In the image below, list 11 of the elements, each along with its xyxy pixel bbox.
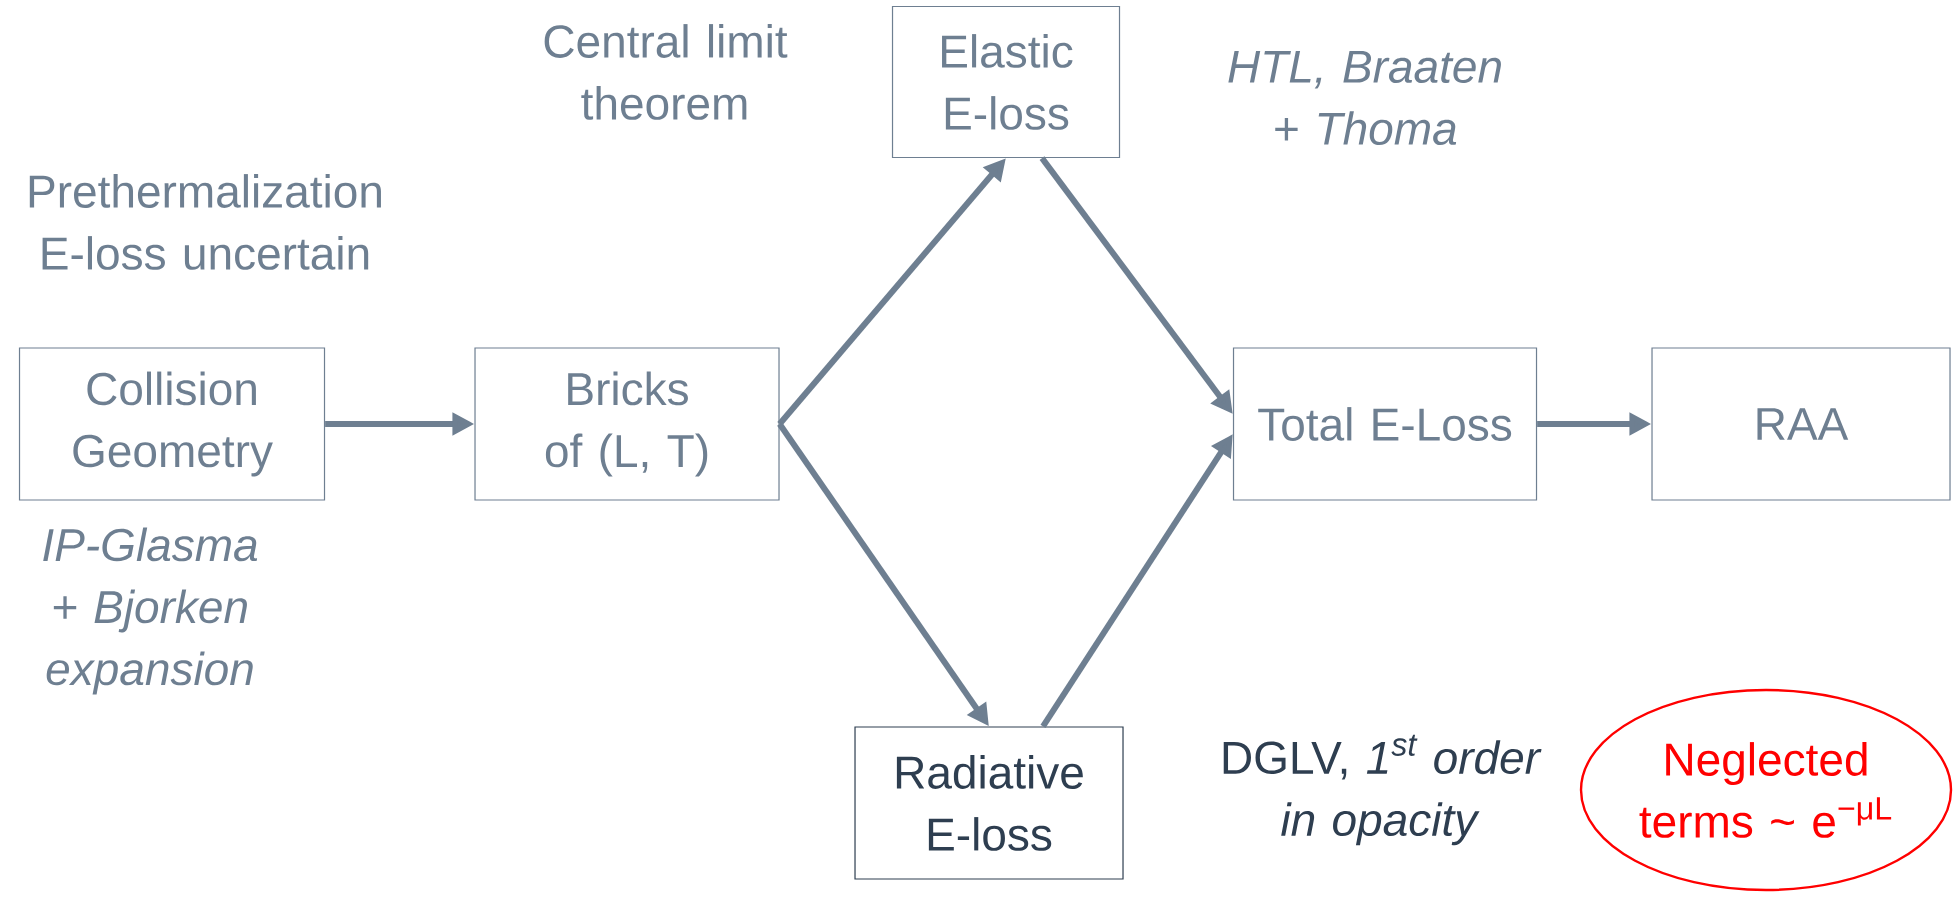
- annotation-text: Prethermalization E-loss uncertain: [29, 174, 381, 270]
- annotation-text: IP-Glasma + Bjorken expansion: [43, 527, 258, 695]
- annotation-text: DGLV, 1$^{st}$ order in opacity: [1223, 734, 1542, 846]
- process-box: RAA: [1651, 347, 1951, 501]
- process-box: Elastic E-loss: [891, 5, 1121, 159]
- process-box: Radiative E-loss: [854, 726, 1124, 880]
- annotation-text: Central limit theorem: [544, 24, 788, 120]
- process-box: Bricks of (L, T): [474, 347, 780, 501]
- annotation-text: HTL, Braaten + Thoma: [1228, 50, 1501, 146]
- process-box: Collision Geometry: [18, 347, 326, 501]
- process-box: Total E-Loss: [1232, 347, 1538, 501]
